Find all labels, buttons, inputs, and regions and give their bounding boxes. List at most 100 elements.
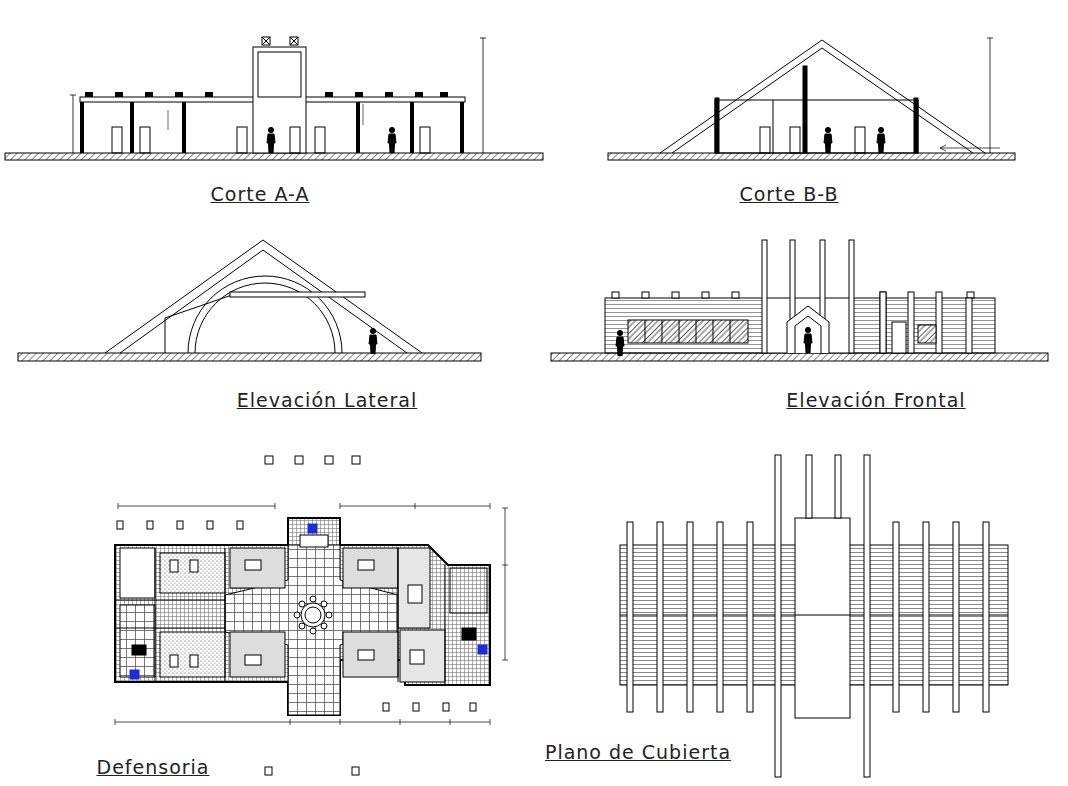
floor-plan-part-part [265,767,272,775]
section-b-b-part [855,127,865,153]
front-elevation-part [892,322,906,353]
section-b-b-part [660,40,985,153]
floor-plan-part-part [147,521,153,529]
front-elevation-part [616,330,624,356]
section-b-b-part [715,100,918,153]
floor-plan-part-part [265,456,273,464]
floor-plan-part [170,655,178,667]
roof-plan-part-part [983,522,989,712]
floor-plan-part-part [352,767,359,775]
front-elevation-part [936,292,942,353]
front-elevation-part [702,292,709,298]
floor-plan-part [301,603,325,627]
floor-plan [115,456,508,775]
side-elevation-part [369,328,377,354]
section-a-a-part-part [130,102,134,153]
section-a-a-part-part [205,92,213,97]
front-elevation-part [672,292,679,298]
floor-plan-part [245,560,261,570]
front-elevation-part [849,240,854,353]
side-elevation-part [18,353,481,361]
roof-plan-part-part [627,522,633,712]
floor-plan-part [115,503,508,725]
floor-plan-part-part [325,456,333,464]
floor-plan-part-part [310,628,316,634]
section-a-a-part [253,47,306,153]
floor-plan-part [294,596,332,634]
floor-plan-part [120,548,155,598]
section-b-b-part [715,98,719,153]
floor-plan-part [130,670,139,679]
front-elevation-part [612,292,619,298]
section-b-b-part [790,127,800,153]
floor-plan-part [400,630,445,682]
roof-plan-part-part [893,522,899,712]
section-a-a [5,37,543,160]
view-title: Corte A-A [211,184,310,205]
view-title: Elevación Frontal [786,390,965,411]
floor-plan-part [478,645,487,654]
front-elevation-part [645,320,730,343]
floor-plan-part-part [207,521,213,529]
section-a-a-part-part [85,92,93,97]
view-title: Corte B-B [739,184,838,205]
section-a-a-part-part [355,92,363,97]
section-a-a-part-part [182,102,186,153]
view-title: Elevación Lateral [237,390,417,411]
floor-plan-part [305,607,321,623]
section-a-a-part [388,127,396,153]
floor-plan-part [170,560,178,572]
section-a-a-part [237,127,247,153]
floor-plan-part [160,553,225,593]
section-b-b-part [760,127,770,153]
front-elevation-part [918,325,936,343]
section-a-a-part-part [145,92,153,97]
floor-plan-part-part [321,623,327,629]
floor-plan-part [358,560,374,570]
floor-plan-part [300,535,328,547]
front-elevation-part [732,292,739,298]
roof-plan-part-part [795,518,850,718]
floor-plan-part-part [237,521,243,529]
floor-plan-part [308,524,317,533]
section-a-a-part [290,127,300,153]
floor-plan-part-part [443,703,449,711]
floor-plan-part [410,650,424,664]
floor-plan-part-part [299,601,305,607]
section-a-a-part-part [325,92,333,97]
section-b-b-part [608,153,1015,160]
side-elevation-part [230,292,365,297]
section-a-a-part [290,37,298,45]
section-a-a-part [258,52,301,97]
floor-plan-part [343,548,398,588]
floor-plan-part [115,506,505,722]
section-b-b-part [987,38,993,153]
section-a-a-part [262,37,270,45]
front-elevation-part [880,292,886,353]
floor-plan-part-part [413,703,419,711]
front-elevation [551,240,1048,361]
front-elevation-part [795,316,821,353]
view-title: Defensoria [97,757,210,778]
floor-plan-part-part [383,703,389,711]
floor-plan-part [225,545,398,715]
section-a-a-part [290,37,298,45]
floor-plan-part [450,568,487,613]
front-elevation-part [908,292,914,353]
section-a-a-part-part [115,92,123,97]
roof-plan-part [795,615,850,616]
section-b-b-part [914,98,918,153]
section-a-a-part [262,37,270,45]
floor-plan-part-part [294,612,300,618]
floor-plan-part-part [352,456,360,464]
floor-plan-part [230,632,285,677]
front-elevation-part [967,292,974,298]
front-elevation-part [763,298,852,353]
floor-plan-part-part [326,612,332,618]
floor-plan-part [115,548,445,685]
section-a-a-part [315,127,325,153]
roof-plan-part-part [953,522,959,712]
side-elevation-part [188,276,342,353]
section-b-b-part [773,100,774,153]
section-a-a-part-part [356,102,360,153]
